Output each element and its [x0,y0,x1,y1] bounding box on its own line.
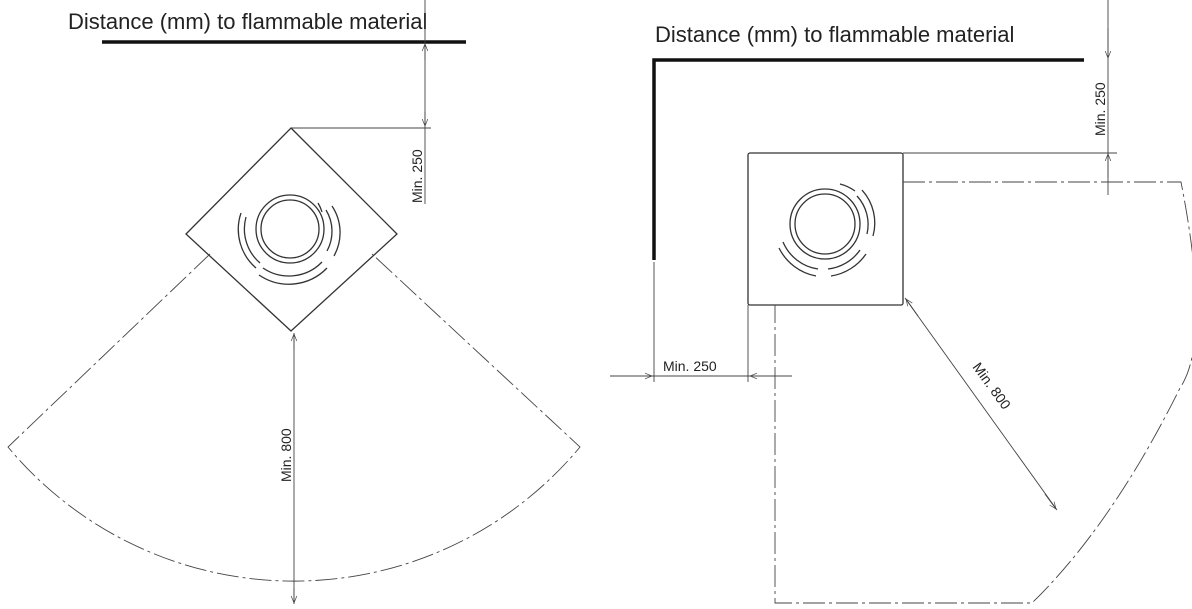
right-stove-body [747,152,904,306]
right-title: Distance (mm) to flammable material [655,22,1014,47]
right-dim-front-label: Min. 800 [970,359,1015,412]
right-dim-front-line [904,297,1058,511]
left-dim-wall-label: Min. 250 [409,149,425,203]
left-stove-top [237,194,341,285]
right-diagram: Distance (mm) to flammable material Min.… [610,0,1192,604]
left-dim-front-label: Min. 800 [278,428,294,482]
left-stove-body [185,127,398,332]
left-clearance-sector [7,253,581,582]
right-dim-side-label: Min. 250 [663,358,717,374]
right-wall [652,58,1084,260]
left-title: Distance (mm) to flammable material [68,9,427,34]
right-clearance-sector [774,181,1192,604]
right-stove-top [778,183,876,277]
right-dim-top-label: Min. 250 [1092,82,1108,136]
left-diagram: Distance (mm) to flammable material Min.… [7,0,581,604]
